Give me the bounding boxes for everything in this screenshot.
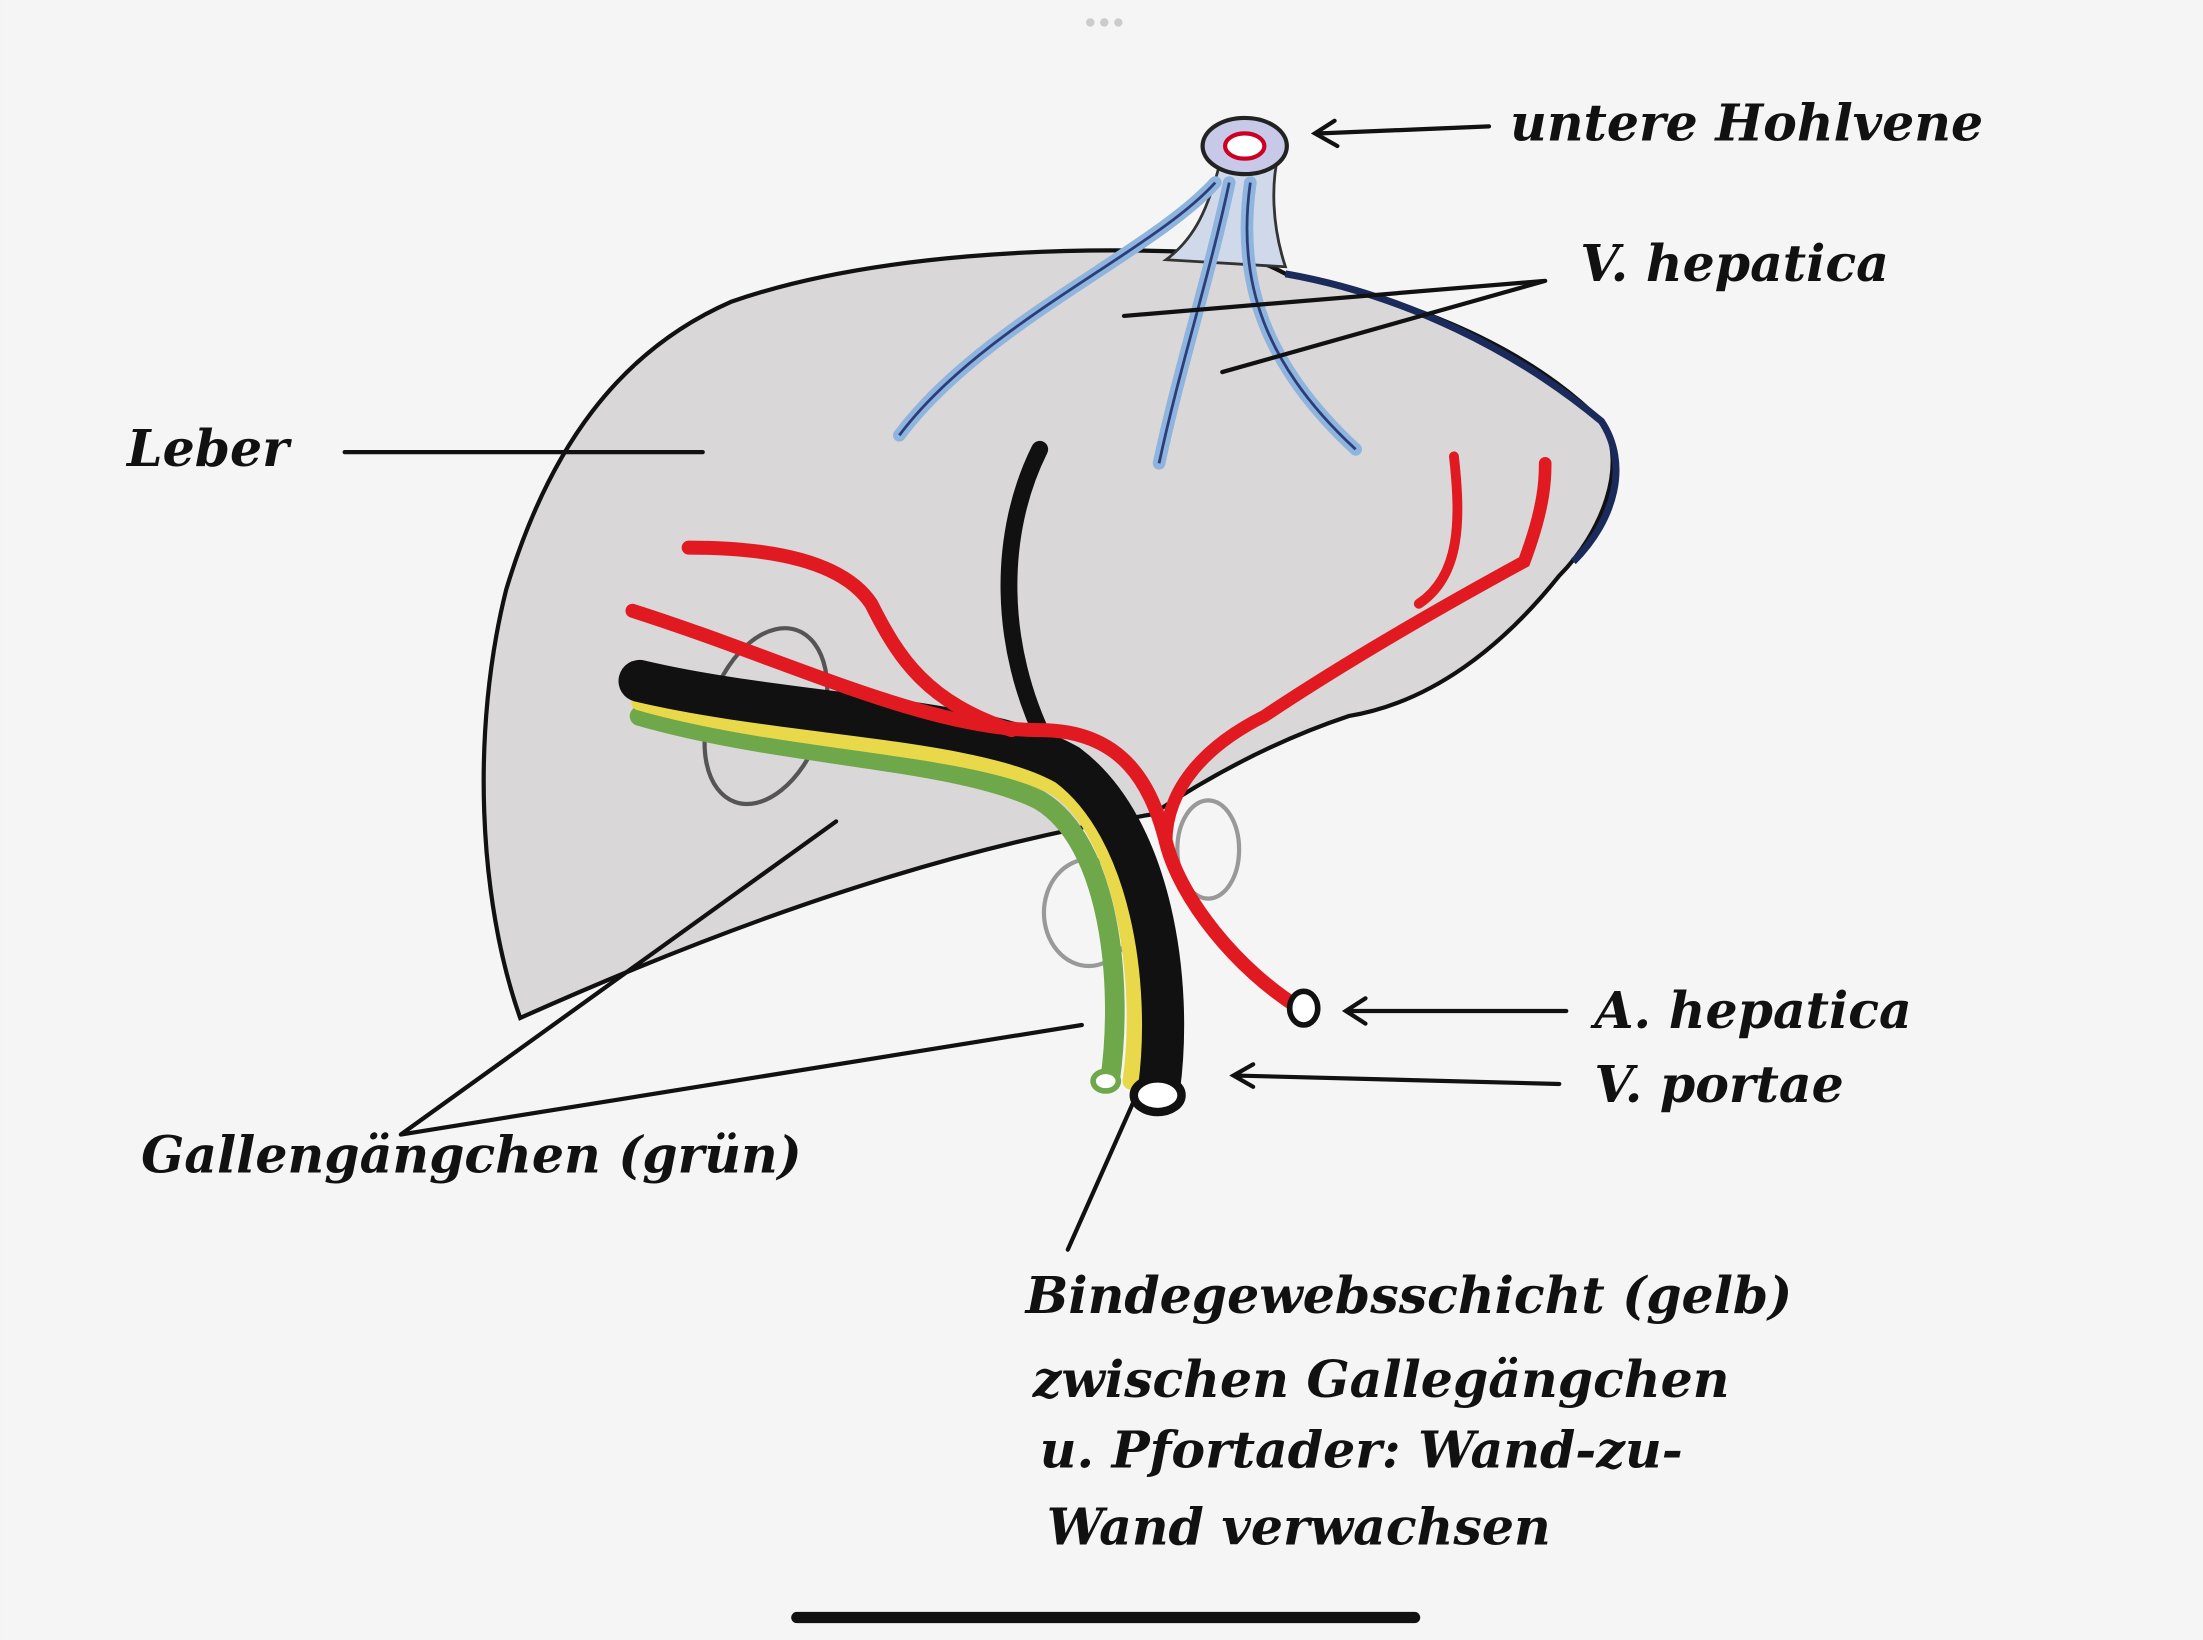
ivc-lumen: [1222, 131, 1267, 161]
label-gallengaengchen: Gallengängchen (grün): [141, 1125, 802, 1184]
hepatic-veins-outline: [898, 181, 1357, 464]
bile-duct-opening: [1090, 1068, 1122, 1094]
ring-right: [1175, 798, 1242, 901]
portal-triad: [618, 440, 1185, 1110]
hepatic-artery: [625, 451, 1552, 1016]
home-indicator[interactable]: [791, 1611, 1421, 1624]
note-line-3: u. Pfortader: Wand-zu-: [1040, 1420, 1683, 1479]
note-line-4: Wand verwachsen: [1047, 1498, 1551, 1557]
note-line-2: zwischen Gallegängchen: [1032, 1350, 1730, 1409]
liver-right-edge: [1284, 270, 1620, 565]
hepatic-artery-opening: [1286, 988, 1321, 1028]
leader-lines: [342, 118, 1569, 1252]
portal-vein-opening: [1129, 1074, 1186, 1117]
label-v-portae: V. portae: [1594, 1055, 1843, 1114]
label-untere-hohlvene: untere Hohlvene: [1510, 93, 1983, 152]
top-dots: [1086, 18, 1123, 27]
note-line-1: Bindegewebsschicht (gelb): [1024, 1266, 1792, 1325]
label-a-hepatica: A. hepatica: [1590, 981, 1911, 1040]
label-v-hepatica: V. hepatica: [1580, 234, 1889, 293]
label-leber: Leber: [125, 419, 292, 478]
